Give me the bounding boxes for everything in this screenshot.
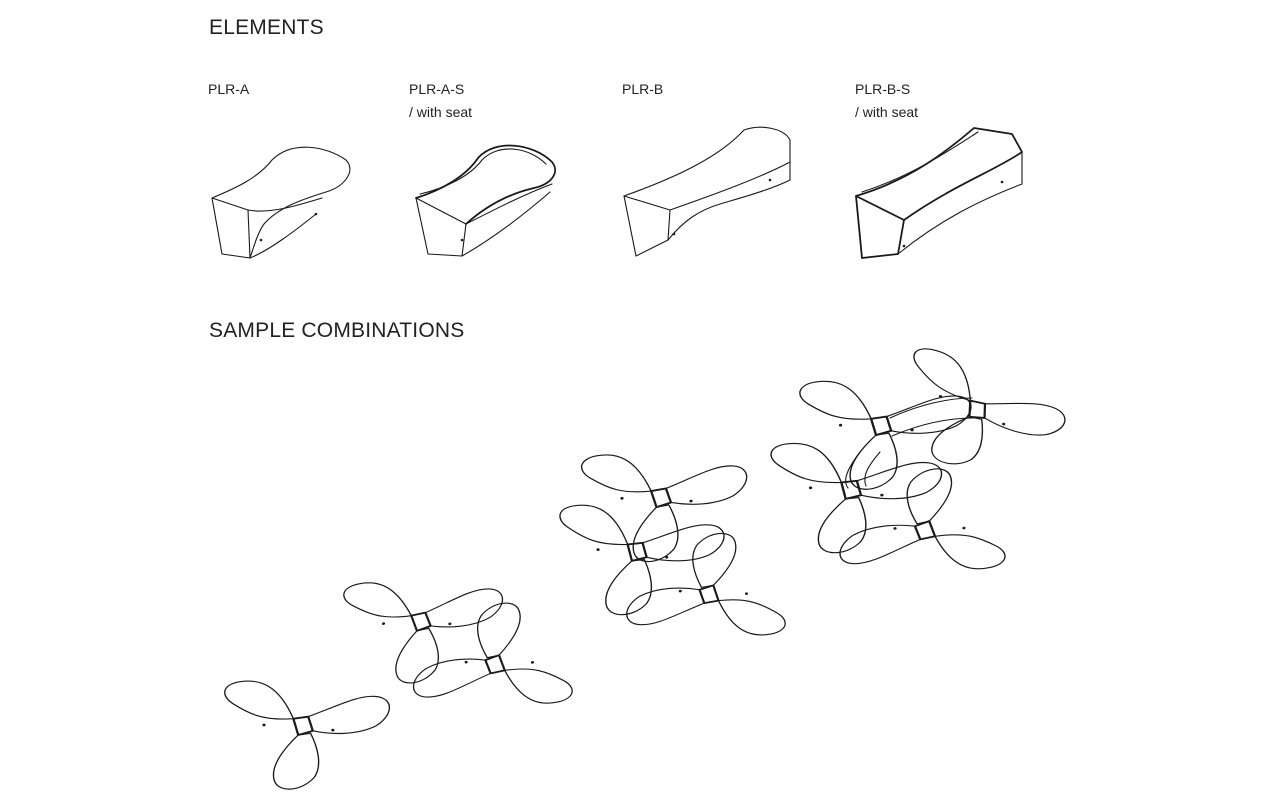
element-drawing-plr-b — [623, 126, 791, 257]
combination-4 — [768, 345, 1075, 599]
combinations-heading: SAMPLE COMBINATIONS — [209, 319, 465, 342]
element-code: PLR-A — [208, 81, 250, 97]
element-code: PLR-B — [622, 81, 664, 97]
element-label-plr-a: PLR-A — [208, 78, 249, 101]
element-note: / with seat — [855, 104, 919, 120]
element-label-plr-b-s: PLR-B-S / with seat — [855, 78, 918, 124]
element-drawing-plr-a — [211, 146, 351, 259]
element-note: / with seat — [409, 104, 473, 120]
element-label-plr-b: PLR-B — [622, 78, 663, 101]
element-label-plr-a-s: PLR-A-S / with seat — [409, 78, 472, 124]
combination-2 — [340, 554, 576, 732]
element-drawing-plr-a-s — [415, 144, 556, 257]
element-code: PLR-A-S — [409, 81, 465, 97]
element-code: PLR-B-S — [855, 81, 911, 97]
elements-heading: ELEMENTS — [209, 16, 324, 39]
element-drawing-plr-b-s — [855, 127, 1023, 259]
combination-1 — [222, 660, 400, 798]
combination-3 — [557, 429, 788, 660]
